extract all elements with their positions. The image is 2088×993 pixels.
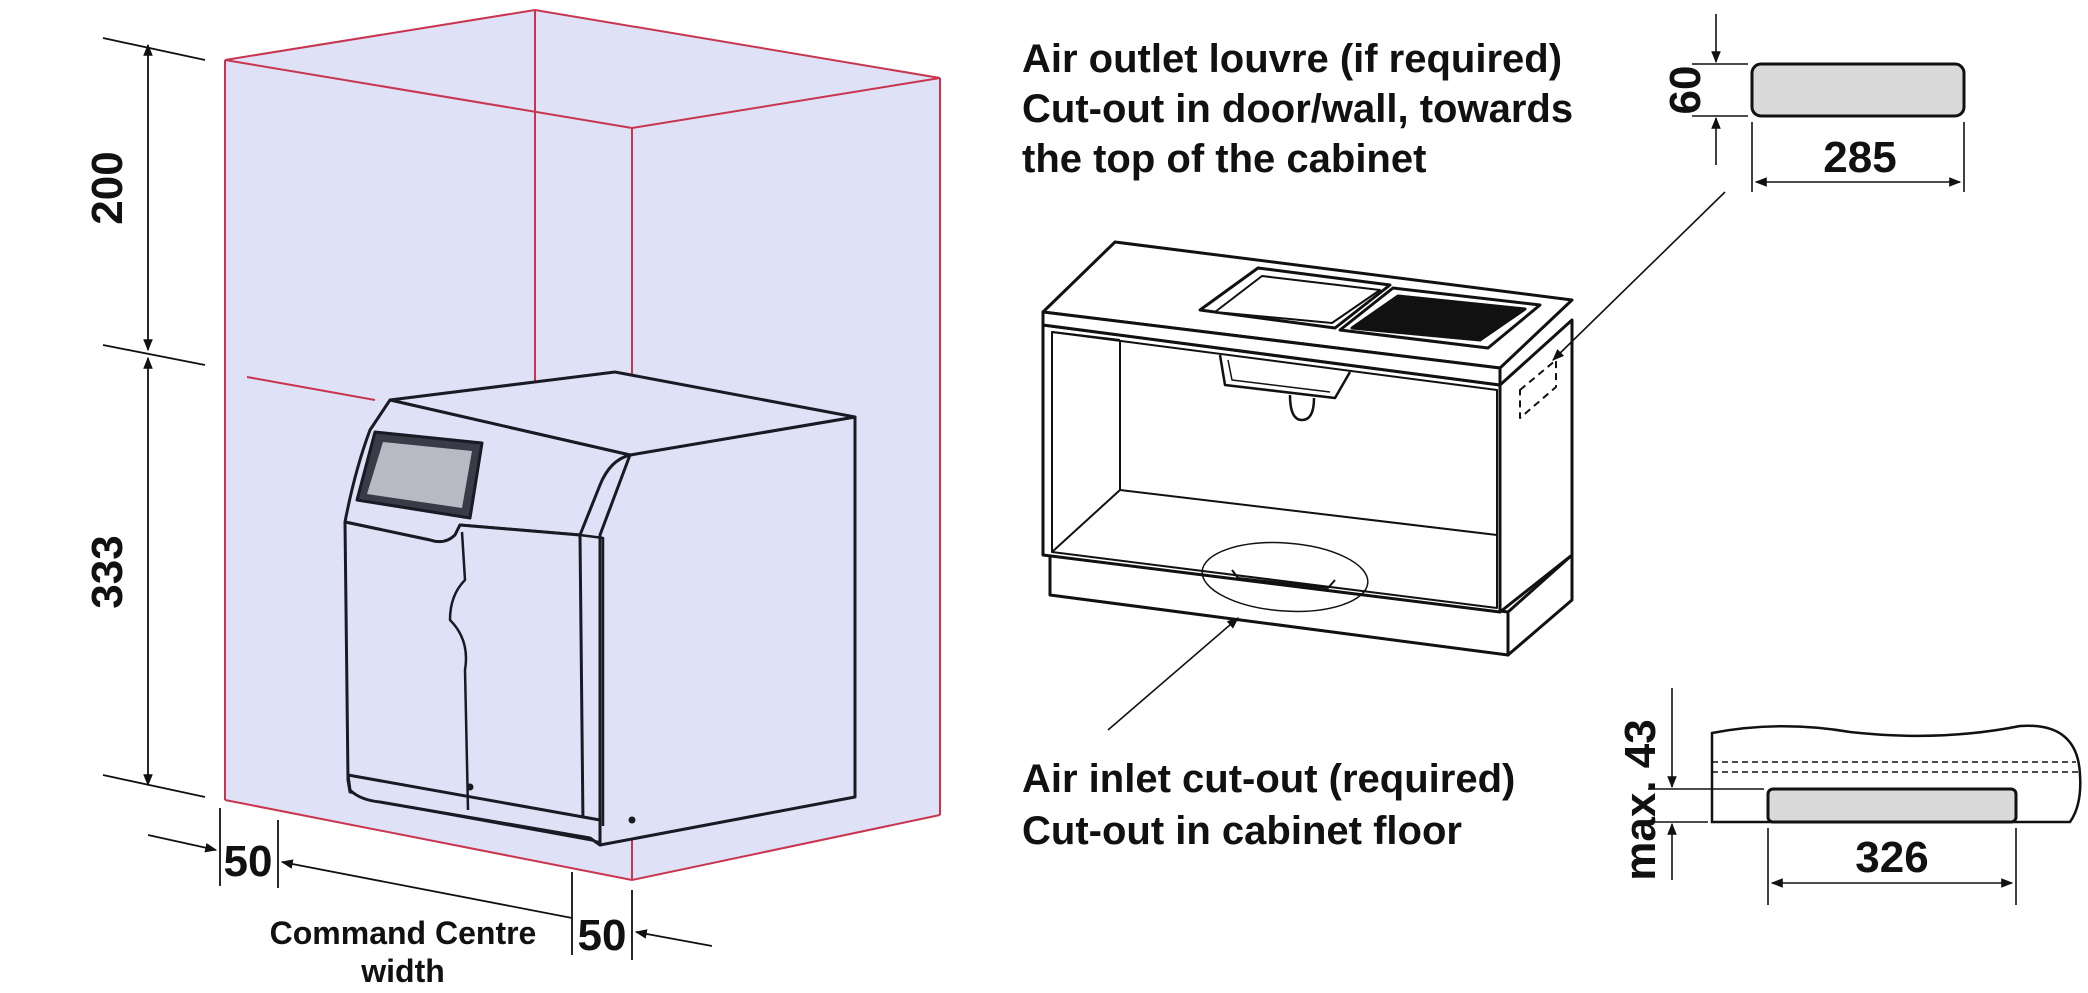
outlet-note-line1: Air outlet louvre (if required) [1022,37,1562,81]
width-label-line1: Command Centre [270,915,537,951]
inlet-dim-height: max. 43 [1616,719,1665,880]
inlet-note-line2: Cut-out in cabinet floor [1022,809,1462,853]
outlet-dim-height: 60 [1661,66,1710,115]
outlet-note-line3: the top of the cabinet [1022,137,1426,181]
width-dimensions [147,808,713,960]
appliance-unit [343,370,857,847]
width-label-line2: width [360,953,445,989]
dim-height-top: 200 [83,151,132,224]
outlet-note-line2: Cut-out in door/wall, towards [1022,87,1573,131]
dim-clearance-left: 50 [224,837,273,886]
inlet-note-line1: Air inlet cut-out (required) [1022,757,1515,801]
outlet-cutout-detail [1692,14,1966,192]
height-dimensions [102,37,206,798]
leader-lines [1107,191,1726,731]
inlet-dim-width: 326 [1855,833,1928,882]
dim-height-bottom: 333 [83,535,132,608]
inlet-cutout-detail [1648,688,2082,905]
dim-clearance-right: 50 [578,911,627,960]
inlet-highlight-ellipse [1201,541,1369,613]
touch-screen [355,430,484,520]
cabinet-drawing [1041,240,1574,657]
outlet-dim-width: 285 [1823,133,1896,182]
